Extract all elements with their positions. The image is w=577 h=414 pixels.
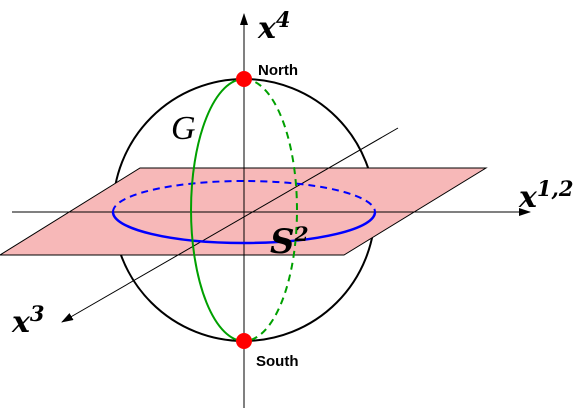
equator-back — [112, 180, 376, 213]
sphere-label: S2 — [270, 222, 309, 262]
x12-axis-label: x1,2 — [518, 176, 573, 215]
geodesic-label: G — [171, 110, 196, 147]
x3-axis — [61, 127, 399, 323]
meridian-front — [190, 78, 245, 342]
south-label: South — [256, 353, 299, 370]
north-label: North — [258, 62, 298, 79]
x3-axis-label: x3 — [11, 301, 45, 340]
south-pole-point — [236, 333, 252, 349]
meridian-back — [243, 78, 298, 342]
x4-axis-label: x4 — [257, 7, 291, 46]
north-pole-point — [236, 71, 252, 87]
equator-front — [111, 211, 377, 245]
